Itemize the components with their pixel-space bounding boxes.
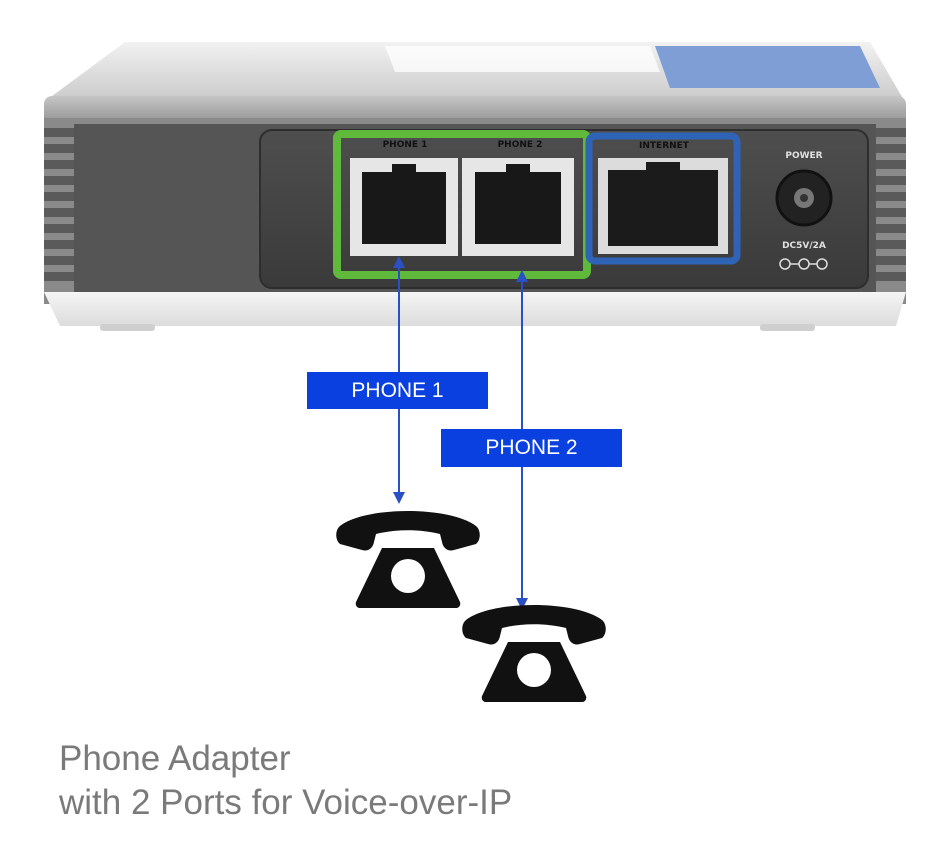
caption-line-2: with 2 Ports for Voice-over-IP <box>59 783 513 822</box>
power-rating-label: DC5V/2A <box>782 241 826 251</box>
phone-adapter-device: PHONE 1 PHONE 2 INTERNET POWER DC5V/2A <box>44 42 906 331</box>
internet-port-frame <box>585 132 741 265</box>
port-label-phone1: PHONE 1 <box>383 140 428 150</box>
port-label-internet: INTERNET <box>639 141 690 151</box>
left-vents <box>44 128 74 281</box>
phone2-callout: PHONE 2 <box>441 429 622 467</box>
port-label-phone2: PHONE 2 <box>498 140 543 150</box>
device-foot-left <box>100 324 155 331</box>
brand-stripe <box>655 46 880 88</box>
phone1-callout: PHONE 1 <box>307 372 488 409</box>
device-bottom-lip <box>44 292 906 326</box>
polarity-symbol <box>779 258 828 270</box>
port-label-power: POWER <box>785 151 822 161</box>
product-caption: Phone Adapter with 2 Ports for Voice-ove… <box>59 737 512 825</box>
top-window <box>385 46 660 72</box>
caption-line-1: Phone Adapter <box>59 739 291 778</box>
power-socket <box>775 169 833 227</box>
phone2-jack <box>462 158 574 256</box>
internet-jack <box>598 158 728 254</box>
phone1-jack <box>350 158 458 256</box>
telephone-icon <box>336 511 480 608</box>
telephone-icon <box>462 605 606 702</box>
right-vents <box>876 128 906 281</box>
device-foot-right <box>760 324 815 331</box>
